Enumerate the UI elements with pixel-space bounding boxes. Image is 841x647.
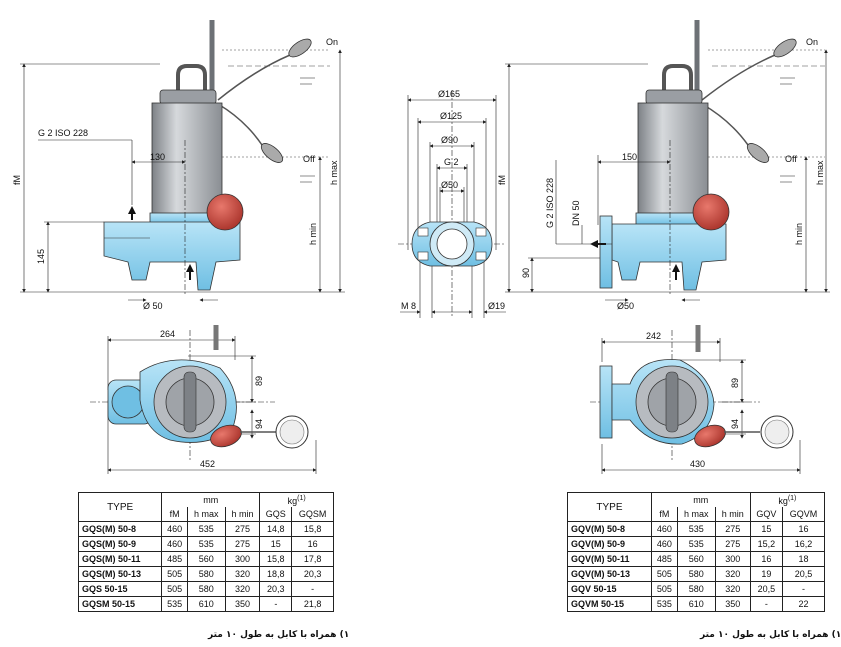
dim-145: 145 [36,249,46,264]
off-label: Off [303,154,315,164]
pump-base [611,223,727,291]
gqv-spec-table: TYPE mm kg(1) fM h max h min GQV GQVM GQ… [567,492,826,612]
dim-264: 264 [160,329,175,339]
motor-housing [151,102,223,216]
dim-89: 89 [254,376,264,386]
header-type: TYPE [77,492,163,522]
g-iso-label: G 2 ISO 228 [38,128,88,138]
float-ball-icon [692,193,730,231]
g-iso-label: G 2 ISO 228 [545,178,555,228]
dim-94: 94 [730,419,740,429]
float-switch-off-icon [260,143,284,163]
dim-h-min: h min [794,223,804,245]
pump-base [103,221,241,291]
dim-g2: G 2 [444,157,459,167]
right-side-view: On Off [497,20,830,311]
float-switch-on-icon [288,38,312,58]
dim-130: 130 [150,152,165,162]
dn50-label: DN 50 [571,200,581,226]
header-fm: fM [161,507,188,522]
on-label: On [326,37,338,47]
float-switch-off-icon [746,143,770,163]
dim-452: 452 [200,459,215,469]
flange-view: Ø165 Ø125 Ø90 G 2 Ø50 M 8 Ø19 [398,89,506,318]
header-kg1: GQS [259,507,293,522]
dim-h-max: h max [815,160,825,185]
header-type: TYPE [567,492,652,522]
dim-phi50: Ø50 [617,301,634,311]
header-hmin: h min [714,507,751,522]
header-kg2: GQSM [291,507,334,522]
dim-phi90: Ø90 [441,135,458,145]
dim-90: 90 [521,268,531,278]
lifting-handle [176,64,207,92]
dim-m8: M 8 [401,301,416,311]
dim-242: 242 [646,331,661,341]
float-switch-on-icon [773,38,797,58]
header-hmin: h min [224,507,261,522]
footnote: ۱) همراه با کابل به طول ۱۰ متر [208,630,350,640]
header-kg1: GQV [749,507,783,522]
dim-phi165: Ø165 [438,89,460,99]
float-ball-icon [694,424,726,448]
dim-fm: fM [497,175,507,185]
dim-phi19: Ø19 [488,301,505,311]
discharge-port-icon [111,385,145,419]
footnote: ۱) همراه با کابل به طول ۱۰ متر [700,630,841,640]
gqs-spec-table: TYPE mm kg(1) fM h max h min GQS GQSM GQ… [77,492,334,612]
dim-phi125: Ø125 [440,111,462,121]
right-top-view: 242 430 89 94 [590,325,801,474]
dim-94: 94 [254,419,264,429]
header-mm: mm [161,492,261,507]
lifting-handle [662,64,693,92]
dim-89: 89 [730,378,740,388]
motor-housing [637,102,709,216]
float-ball-icon [210,424,242,448]
header-fm: fM [650,507,678,522]
left-side-view: On Off [12,20,345,311]
dim-150: 150 [622,152,637,162]
header-hmax: h max [676,507,716,522]
dim-fm: fM [12,175,22,185]
dim-h-max: h max [329,160,339,185]
header-mm: mm [650,492,751,507]
header-kg: kg(1) [749,492,826,507]
dim-430: 430 [690,459,705,469]
flange-bore [436,228,468,260]
header-hmax: h max [186,507,226,522]
header-kg2: GQVM [781,507,826,522]
dim-h-min: h min [308,223,318,245]
dim-phi50: Ø 50 [143,301,163,311]
header-kg: kg(1) [259,492,334,507]
on-label: On [806,37,818,47]
left-top-view: 264 452 89 94 [90,325,317,474]
discharge-flange [599,215,613,289]
discharge-flange [599,365,613,439]
dim-phi50: Ø50 [441,180,458,190]
float-ball-icon [206,193,244,231]
off-label: Off [785,154,797,164]
